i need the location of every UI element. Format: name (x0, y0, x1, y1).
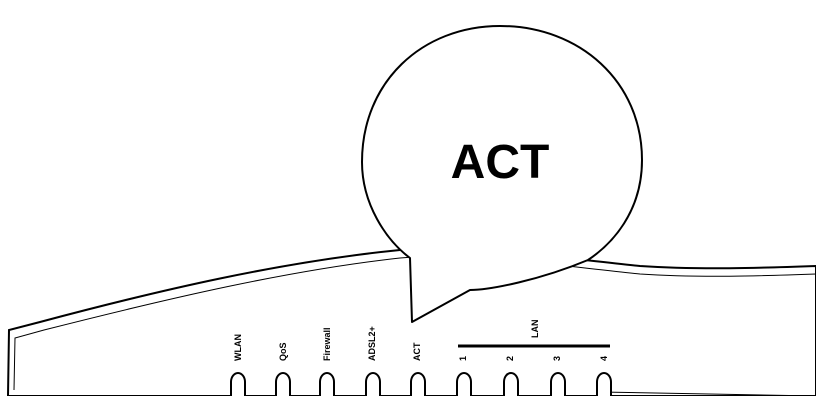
led-lan-3 (550, 372, 566, 396)
led-label-act: ACT (412, 342, 422, 361)
led-wlan (230, 372, 246, 396)
led-act (410, 372, 426, 396)
lan-group-label: LAN (530, 320, 540, 339)
led-labels: WLAN QoS Firewall ADSL2+ ACT 1 2 3 4 (233, 326, 609, 361)
led-label-firewall: Firewall (322, 327, 332, 361)
led-lan-1 (456, 372, 472, 396)
callout-bubble (361, 25, 643, 323)
led-lan-4 (596, 372, 612, 396)
led-label-adsl2plus: ADSL2+ (367, 326, 377, 361)
led-label-qos: QoS (278, 342, 288, 361)
led-lights (230, 372, 612, 396)
led-lan-2 (503, 372, 519, 396)
router-body-bevel (599, 391, 816, 396)
led-label-lan-1: 1 (458, 356, 468, 361)
callout-label: ACT (451, 136, 550, 189)
led-label-wlan: WLAN (233, 334, 243, 361)
led-firewall (319, 372, 335, 396)
led-qos (275, 372, 291, 396)
led-label-lan-3: 3 (552, 356, 562, 361)
led-label-lan-4: 4 (599, 356, 609, 361)
led-label-lan-2: 2 (505, 356, 515, 361)
led-adsl2plus (365, 372, 381, 396)
